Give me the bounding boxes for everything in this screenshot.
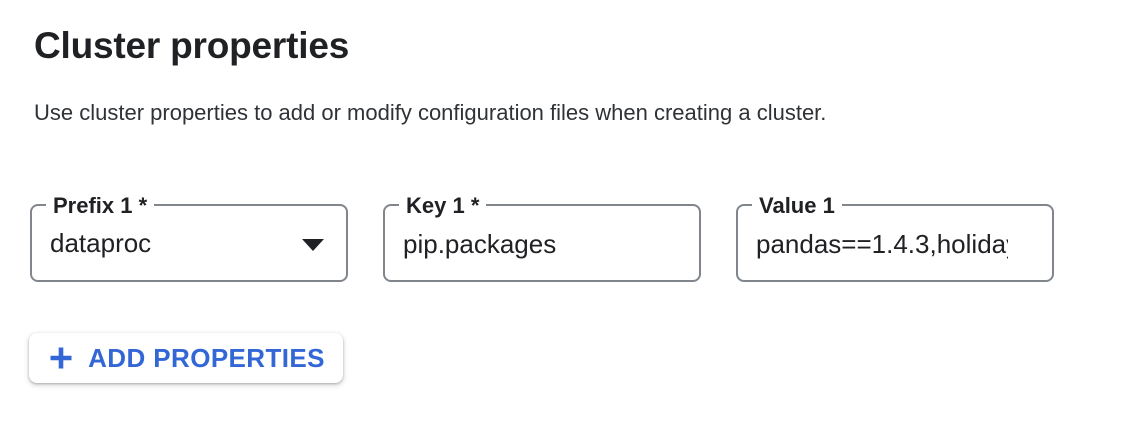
prefix-field: Prefix 1 * dataproc xyxy=(30,193,348,282)
dropdown-arrow-icon xyxy=(302,238,324,251)
add-properties-button-label: ADD PROPERTIES xyxy=(88,342,325,373)
value-input[interactable] xyxy=(738,206,1052,280)
key-field-label: Key 1 * xyxy=(399,193,487,218)
key-input[interactable] xyxy=(385,206,699,280)
prefix-select-value: dataproc xyxy=(50,227,152,258)
prefix-field-label: Prefix 1 * xyxy=(46,193,155,218)
key-field: Key 1 * xyxy=(383,193,701,282)
plus-icon xyxy=(50,347,72,369)
cluster-properties-section: Cluster properties Use cluster propertie… xyxy=(29,25,1122,383)
property-row: Prefix 1 * dataproc Key 1 * Value 1 xyxy=(30,193,1122,282)
page-description: Use cluster properties to add or modify … xyxy=(34,100,827,125)
value-field-label: Value 1 xyxy=(752,193,842,218)
add-properties-button[interactable]: ADD PROPERTIES xyxy=(29,333,343,383)
value-field: Value 1 xyxy=(736,193,1054,282)
prefix-select[interactable]: dataproc xyxy=(32,206,346,280)
page-title: Cluster properties xyxy=(34,25,350,66)
